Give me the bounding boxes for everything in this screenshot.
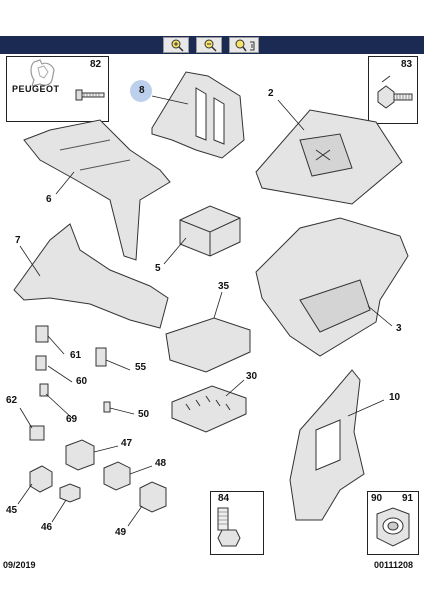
part-3-tray <box>255 217 409 357</box>
callout-49[interactable]: 49 <box>115 527 127 538</box>
bolt-84-icon <box>217 507 241 547</box>
zoom-in-icon <box>171 39 184 52</box>
part-50-fuse <box>103 401 111 413</box>
callout-2[interactable]: 2 <box>268 88 274 99</box>
part-47-relay <box>65 439 95 471</box>
callout-60[interactable]: 60 <box>76 376 88 387</box>
part-55-connector <box>95 347 107 367</box>
logo-box <box>6 56 109 122</box>
part-35-cover <box>165 317 251 373</box>
zoom-fit-icon <box>235 39 255 52</box>
highlight-marker <box>130 80 152 102</box>
part-45-relay <box>29 465 53 493</box>
callout-50[interactable]: 50 <box>138 409 150 420</box>
callout-7[interactable]: 7 <box>15 235 21 246</box>
part-60-fuse <box>35 355 47 371</box>
callout-8[interactable]: 8 <box>139 85 145 96</box>
part-30-fusebox <box>171 385 247 433</box>
part-62-fuse <box>29 425 45 441</box>
zoom-out-icon <box>204 39 217 52</box>
callout-83[interactable]: 83 <box>401 59 413 70</box>
part-46-relay <box>59 483 81 503</box>
part-83-box <box>368 56 418 124</box>
peugeot-lion-icon <box>30 59 55 87</box>
screw-82-icon <box>75 89 105 101</box>
part-7-plate <box>13 223 169 329</box>
part-5-module <box>179 205 241 257</box>
part-49-relay <box>139 481 167 513</box>
callout-91[interactable]: 91 <box>402 493 414 504</box>
footer-ref: 00111208 <box>374 560 414 570</box>
callout-82[interactable]: 82 <box>90 59 102 70</box>
callout-45[interactable]: 45 <box>6 505 18 516</box>
part-61-fuse <box>35 325 49 343</box>
callout-62[interactable]: 62 <box>6 395 18 406</box>
callout-69[interactable]: 69 <box>66 414 78 425</box>
nut-90-91-icon <box>376 507 410 547</box>
callout-3[interactable]: 3 <box>396 323 402 334</box>
callout-84[interactable]: 84 <box>218 493 230 504</box>
callout-90[interactable]: 90 <box>371 493 383 504</box>
part-48-relay <box>103 461 131 491</box>
callout-5[interactable]: 5 <box>155 263 161 274</box>
callout-48[interactable]: 48 <box>155 458 167 469</box>
brand-name: PEUGEOT <box>12 84 60 94</box>
callout-46[interactable]: 46 <box>41 522 53 533</box>
callout-55[interactable]: 55 <box>135 362 147 373</box>
toolbar <box>0 36 424 54</box>
part-69-fuse <box>39 383 49 397</box>
zoom-in-button[interactable] <box>163 37 189 53</box>
callout-47[interactable]: 47 <box>121 438 133 449</box>
callout-61[interactable]: 61 <box>70 350 82 361</box>
zoom-fit-button[interactable] <box>229 37 259 53</box>
footer-date: 09/2019 <box>3 560 36 570</box>
callout-35[interactable]: 35 <box>218 281 230 292</box>
part-6-plate <box>23 119 171 261</box>
callout-10[interactable]: 10 <box>389 392 401 403</box>
callout-6[interactable]: 6 <box>46 194 52 205</box>
stud-83-icon <box>377 75 413 109</box>
zoom-out-button[interactable] <box>196 37 222 53</box>
callout-30[interactable]: 30 <box>246 371 258 382</box>
